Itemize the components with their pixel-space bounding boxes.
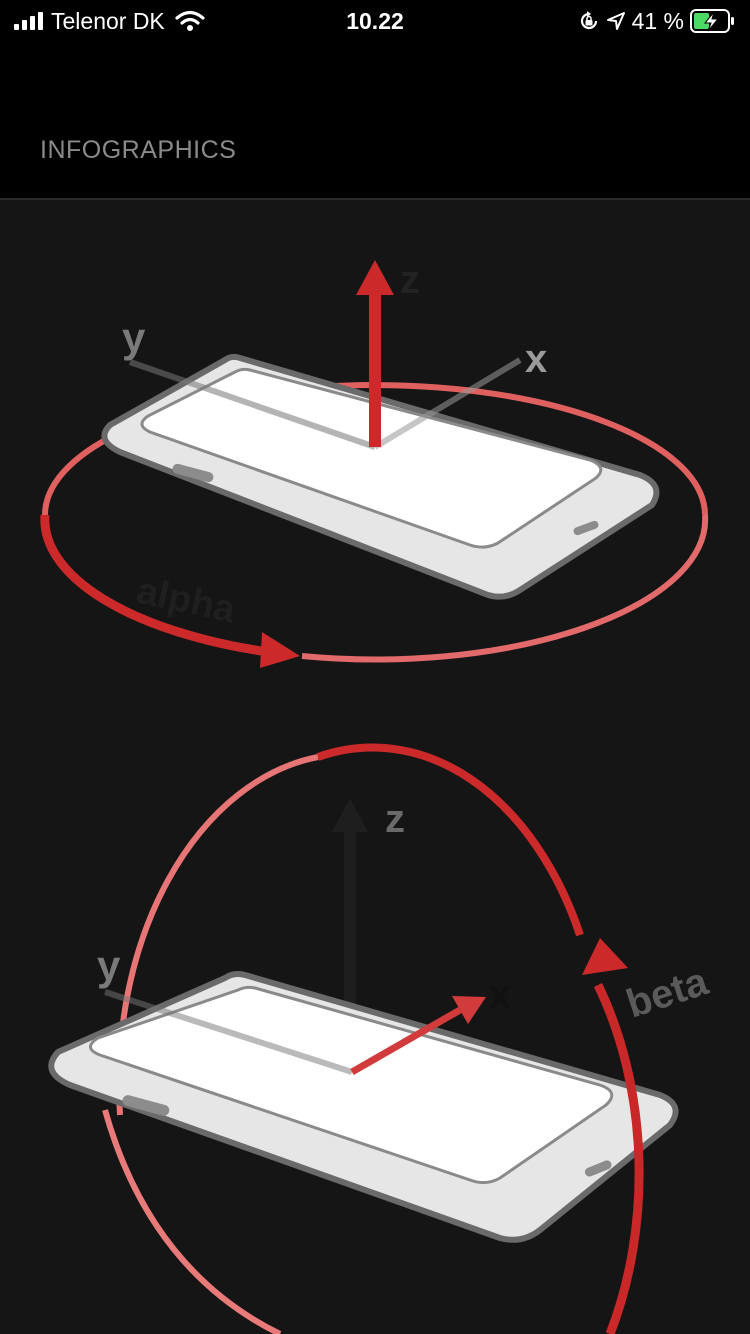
x-axis-label: x [525, 337, 547, 381]
phone-illustration [48, 971, 679, 1243]
z-axis-arrowhead [332, 798, 368, 832]
alpha-rotation-infographic: y x z alpha [40, 258, 709, 668]
alpha-rotation-ring-front [301, 514, 709, 663]
x-axis-label: x [488, 970, 512, 1017]
signal-icon [14, 12, 43, 30]
battery-charging-icon [690, 9, 734, 33]
x-axis-line [373, 357, 522, 450]
z-axis-label: z [400, 258, 420, 302]
alpha-arrowhead [260, 632, 300, 668]
beta-rotation-ring-top [316, 743, 584, 937]
page-title: INFOGRAPHICS [40, 136, 237, 164]
status-bar: Telenor DK 10.22 41 % [0, 0, 750, 40]
y-axis-line [129, 359, 376, 450]
y-axis-label: y [122, 314, 146, 361]
z-axis-arrowhead [356, 260, 394, 295]
beta-rotation-infographic: z y x beta [48, 743, 714, 1334]
carrier-name: Telenor DK [51, 8, 165, 34]
beta-rotation-arc-arrow [593, 983, 644, 1334]
beta-rotation-ring-bottom [102, 1109, 282, 1334]
alpha-rotation-arc-arrow [40, 514, 269, 657]
app-header: INFOGRAPHICS [0, 40, 750, 200]
beta-arrowhead [582, 938, 628, 975]
y-axis-line [104, 989, 353, 1075]
z-axis-label: z [385, 797, 405, 841]
carrier-group: Telenor DK [14, 7, 205, 35]
content-scroll-area[interactable]: y x z alpha z y x [0, 200, 750, 1334]
y-axis-label: y [97, 942, 121, 989]
rotation-lock-icon [580, 11, 597, 30]
x-axis-line [350, 1006, 462, 1076]
wifi-icon [175, 10, 205, 31]
status-right-group: 41 % [578, 7, 736, 35]
location-arrow-icon [606, 12, 625, 30]
x-axis-arrowhead [452, 996, 486, 1024]
battery-percent: 41 % [631, 8, 684, 34]
clock: 10.22 [346, 8, 404, 34]
phone-illustration [101, 353, 660, 600]
beta-label: beta [621, 959, 714, 1026]
